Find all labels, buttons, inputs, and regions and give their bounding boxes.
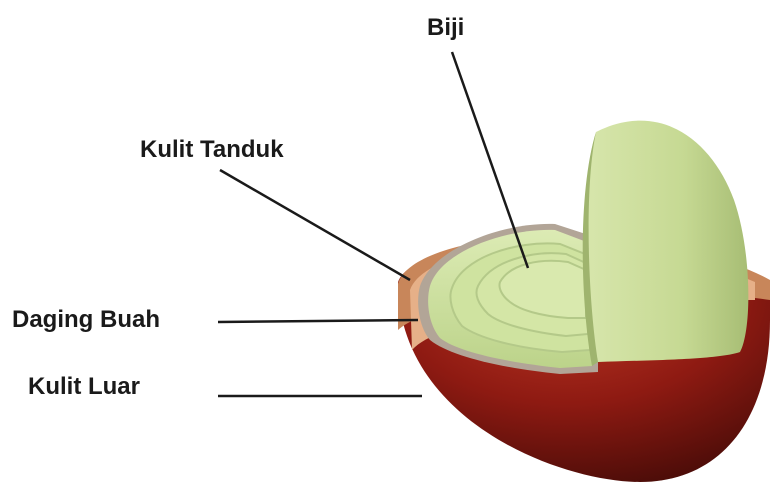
label-biji: Biji [427, 16, 464, 40]
leader-line-daging-buah [218, 320, 418, 322]
seed-half-standing [585, 121, 749, 362]
leader-line-kulit-tanduk [220, 170, 410, 280]
label-kulit-luar: Kulit Luar [28, 375, 140, 399]
label-daging-buah: Daging Buah [12, 308, 160, 332]
label-kulit-tanduk: Kulit Tanduk [140, 138, 284, 162]
